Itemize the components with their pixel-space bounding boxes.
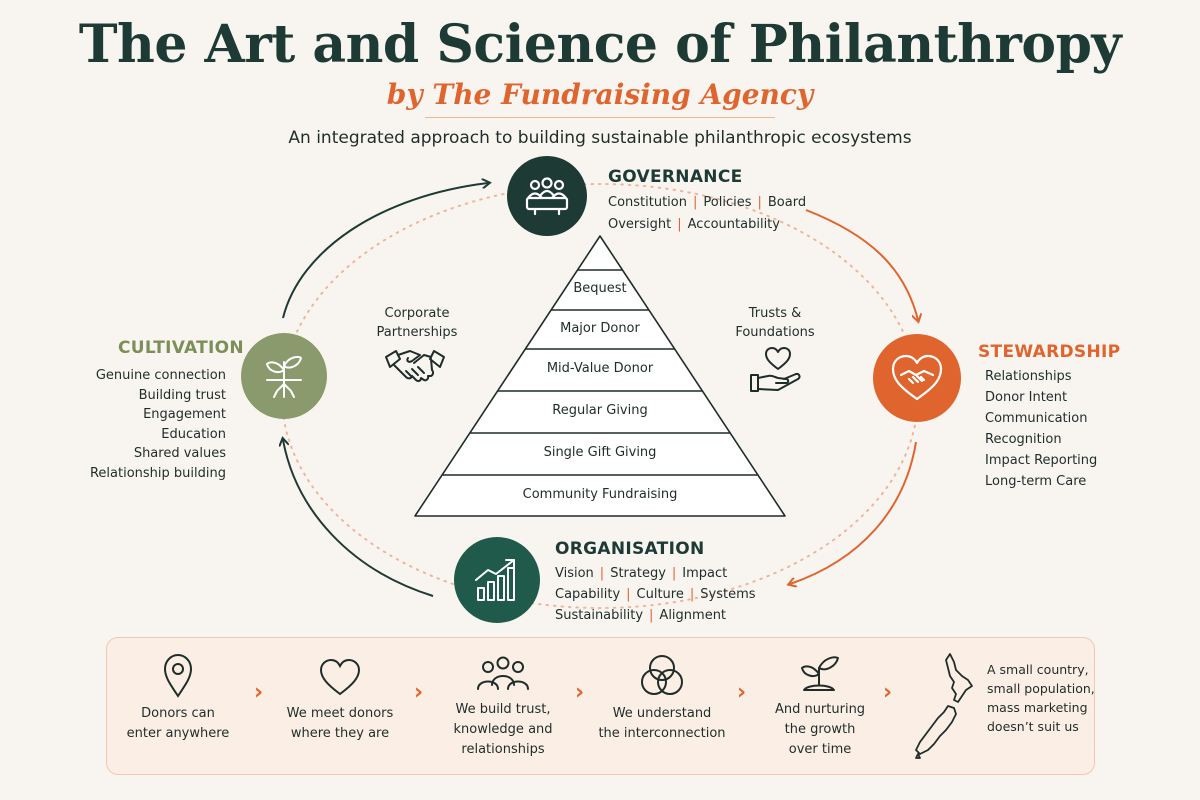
- organisation-circle: [454, 537, 540, 623]
- journey-step-2: We meet donors where they are: [270, 704, 410, 744]
- corporate-partnerships-label: Corporate Partnerships: [347, 304, 487, 342]
- heart-in-hand-icon: [750, 347, 801, 392]
- cultivation-item: Education: [161, 426, 226, 442]
- new-zealand-map-icon: [915, 653, 973, 759]
- journey-step-1: Donors can enter anywhere: [108, 704, 248, 744]
- stewardship-circle: [873, 334, 961, 422]
- arrow-governance-to-stewardship: [805, 209, 918, 320]
- organisation-item: Culture: [636, 587, 684, 602]
- stewardship-item: Impact Reporting: [985, 453, 1098, 468]
- journey-step-line: over time: [788, 742, 852, 757]
- cultivation-item: Shared values: [133, 446, 226, 461]
- heart-icon: [319, 658, 361, 696]
- stewardship-item: Relationships: [985, 369, 1072, 384]
- tagline: An integrated approach to building susta…: [288, 128, 912, 148]
- page-title: The Art and Science of Philanthropy: [78, 14, 1122, 75]
- chevron-right-icon: ›: [883, 680, 893, 705]
- corporate-label-line: Partnerships: [376, 325, 458, 340]
- organisation-item: Systems: [700, 587, 756, 602]
- trusts-foundations-label: Trusts & Foundations: [705, 304, 845, 342]
- journey-step-5: And nurturing the growth over time: [750, 700, 890, 760]
- governance-title: GOVERNANCE: [608, 167, 743, 187]
- cultivation-circle: [241, 333, 327, 419]
- journey-step-line: the interconnection: [598, 726, 726, 741]
- journey-closing-line: doesn’t suit us: [987, 719, 1079, 734]
- journey-closing-line: small population,: [987, 681, 1095, 696]
- growth-chart-icon: [475, 559, 515, 601]
- cultivation-item: Building trust: [138, 387, 226, 403]
- seedling-icon: [801, 656, 839, 691]
- cultivation-item: Relationship building: [89, 465, 226, 481]
- chevron-right-icon: ›: [575, 680, 585, 705]
- organisation-title: ORGANISATION: [555, 539, 705, 559]
- governance-item: Accountability: [687, 217, 780, 232]
- governance-item: Oversight: [608, 217, 672, 232]
- pyramid-tier-label: Regular Giving: [552, 403, 648, 418]
- organisation-item: Sustainability: [555, 608, 644, 623]
- governance-item: Policies: [703, 195, 752, 210]
- stewardship-item: Long-term Care: [985, 474, 1087, 489]
- organisation-item: Vision: [555, 566, 594, 581]
- journey-step-line: We understand: [612, 706, 712, 721]
- cultivation-item: Engagement: [143, 407, 226, 422]
- journey-step-3: We build trust, knowledge and relationsh…: [433, 700, 573, 760]
- cultivation-title: CULTIVATION: [118, 338, 244, 358]
- organisation-line-3: Sustainability|Alignment: [555, 608, 727, 623]
- arrow-organisation-to-cultivation: [283, 440, 434, 597]
- trusts-label-line: Trusts &: [748, 306, 802, 321]
- journey-closing: A small country, small population, mass …: [987, 660, 1097, 736]
- sprout-roots-icon: [266, 356, 302, 398]
- governance-item: Board: [767, 195, 807, 210]
- chevron-right-icon: ›: [414, 680, 424, 705]
- journey-closing-line: mass marketing: [987, 700, 1088, 715]
- journey-step-line: the growth: [784, 722, 856, 737]
- journey-step-4: We understand the interconnection: [592, 704, 732, 744]
- journey-closing-line: A small country,: [987, 662, 1089, 677]
- organisation-line-1: Vision|Strategy|Impact: [555, 566, 728, 581]
- venn-circles-icon: [641, 655, 683, 695]
- title-divider: [425, 117, 775, 118]
- journey-step-line: We build trust,: [455, 702, 551, 717]
- journey-step-line: We meet donors: [286, 706, 394, 721]
- chevron-right-icon: ›: [737, 680, 747, 705]
- stewardship-item: Recognition: [985, 432, 1062, 447]
- handshake-icon: [385, 350, 445, 383]
- organisation-item: Strategy: [610, 566, 666, 581]
- pyramid-tier-label: Major Donor: [560, 320, 640, 336]
- organisation-item: Capability: [555, 587, 621, 602]
- pyramid-tier-label: Mid-Value Donor: [546, 361, 654, 376]
- location-pin-icon: [163, 653, 193, 698]
- journey-step-line: where they are: [290, 726, 390, 741]
- governance-line-2: Oversight|Accountability: [608, 217, 780, 232]
- governance-circle: [507, 156, 587, 236]
- organisation-line-2: Capability|Culture|Systems: [555, 587, 756, 602]
- journey-step-line: Donors can: [141, 706, 215, 721]
- pyramid-tier-label: Single Gift Giving: [543, 445, 657, 460]
- cultivation-item: Genuine connection: [95, 368, 226, 383]
- chevron-right-icon: ›: [254, 680, 264, 705]
- governance-line-1: Constitution|Policies|Board: [608, 195, 807, 210]
- pyramid-tier-label: Community Fundraising: [522, 486, 678, 502]
- journey-step-line: enter anywhere: [126, 726, 230, 741]
- organisation-item: Alignment: [659, 608, 727, 623]
- journey-step-line: And nurturing: [774, 702, 866, 717]
- people-group-icon: [477, 656, 529, 690]
- stewardship-item: Communication: [985, 411, 1088, 426]
- trusts-label-line: Foundations: [735, 325, 815, 340]
- stewardship-title: STEWARDSHIP: [978, 342, 1121, 362]
- page-subtitle: by The Fundraising Agency: [386, 78, 814, 111]
- organisation-item: Impact: [682, 566, 728, 581]
- donor-journey-panel: [106, 637, 1095, 775]
- arrow-cultivation-to-governance: [282, 183, 488, 319]
- governance-item: Constitution: [608, 195, 687, 210]
- journey-step-line: knowledge and: [453, 722, 553, 737]
- corporate-label-line: Corporate: [384, 306, 450, 321]
- heart-handshake-icon: [891, 354, 943, 401]
- journey-step-line: relationships: [461, 742, 545, 757]
- people-board-icon: [525, 177, 569, 216]
- stewardship-item: Donor Intent: [985, 390, 1068, 405]
- arrow-stewardship-to-organisation: [790, 441, 917, 584]
- pyramid-tier-label: Bequest: [573, 281, 627, 296]
